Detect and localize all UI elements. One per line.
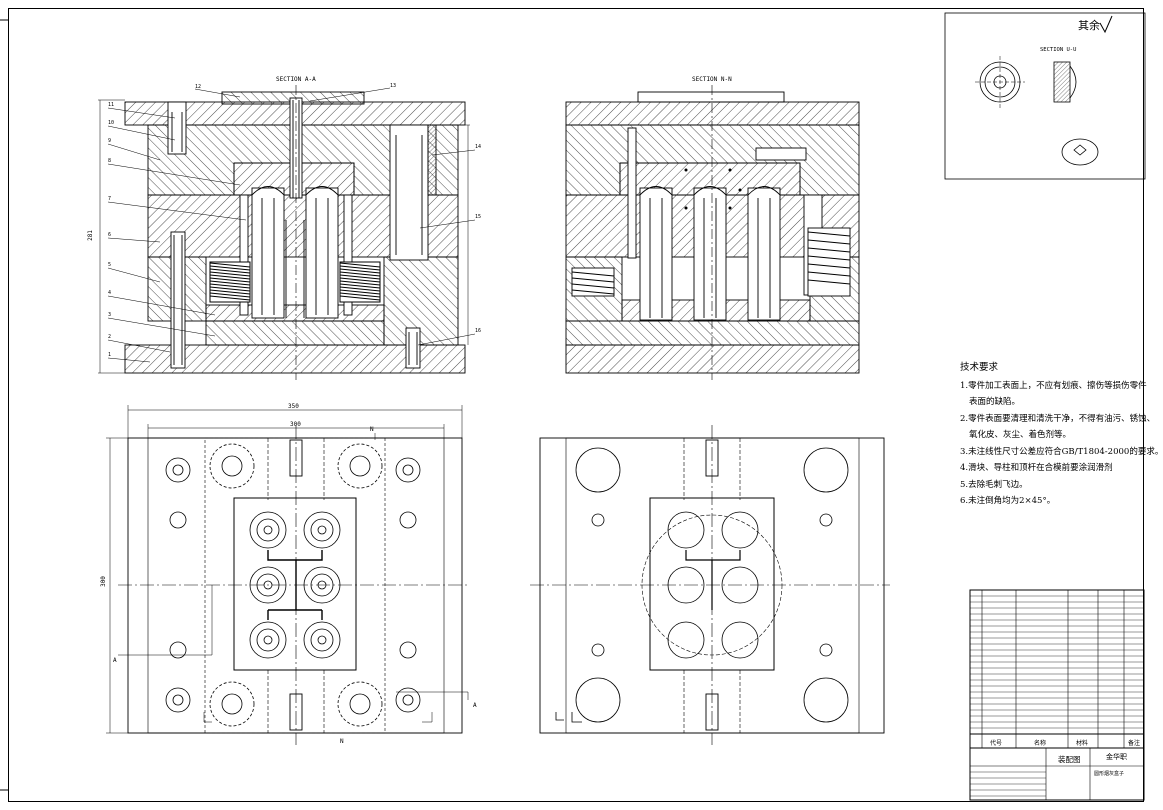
spring-left-nn [571,267,615,297]
bom-row-lines [970,595,1144,797]
bom-header-note: 备注 [1128,740,1141,747]
section-nn-title: SECTION N-N [692,76,732,83]
section-mark-a-left: A [113,657,117,664]
part-number-3: 3 [108,312,111,318]
tech-req-item: 1.零件加工表面上，不应有划痕、擦伤等损伤零件 [960,380,1147,391]
section-aa-view [98,85,476,380]
part-number-12: 12 [195,84,201,90]
tech-req-item: 3.未注线性尺寸公差应符合GB/T1804-2000的要求。 [960,446,1163,457]
title-block [969,589,1145,801]
part-number-10: 10 [108,120,114,126]
part-number-7: 7 [108,196,111,202]
section-mark-n-bottom: N [340,738,344,745]
roughness-symbol: 其余 [1078,19,1100,32]
dim-overall-width: 350 [288,403,299,410]
section-mark-a-right: A [473,702,477,709]
tech-req-item: 氧化皮、灰尘、着色剂等。 [969,430,1072,440]
part-number-6: 6 [108,232,111,238]
bom-header-name: 名称 [1034,740,1047,747]
part-number-8: 8 [108,158,111,164]
dim-inner-width: 300 [290,421,301,428]
part-number-labels: 1 2 3 4 5 6 7 8 9 10 11 12 13 14 15 16 [108,83,481,358]
bom-header-material: 材料 [1076,740,1089,747]
dim-plan-height: 300 [99,576,107,587]
tech-req-item: 2.零件表面要清理和清洗干净，不得有油污、锈蚀、 [960,413,1156,424]
part-number-4: 4 [108,290,111,296]
part-number-13: 13 [390,83,396,89]
part-number-2: 2 [108,334,111,340]
section-nn-view [565,85,860,380]
bom-header-code: 代号 [990,740,1003,747]
tech-req-item: 4.滑块、导柱和顶杆在合模前要涂润滑剂 [960,463,1113,473]
tech-req-item: 5.去除毛刺飞边。 [960,479,1028,490]
border-corners [0,19,8,791]
plan-view-fixed-half [106,405,470,745]
spring-right-nn [807,227,851,297]
part-detail-view [944,12,1146,180]
technical-requirements: 技术要求 1.零件加工表面上，不应有划痕、擦伤等损伤零件 表面的缺陷。 2.零件… [960,360,1163,510]
tech-req-item: 6.未注倒角均为2×45°。 [960,496,1056,506]
section-mark-n-top: N [370,426,374,433]
dim-section-height: 281 [86,230,94,241]
drawing-name: 装配图 [1058,755,1081,764]
part-number-1: 1 [108,352,111,358]
section-uu-title: SECTION U-U [1040,47,1077,53]
tech-req-item: 表面的缺陷。 [969,397,1021,407]
tech-req-title: 技术要求 [960,362,999,373]
plan-view-moving-half [530,425,890,745]
part-number-16: 16 [475,328,481,334]
part-number-14: 14 [475,144,481,150]
part-number-9: 9 [108,138,111,144]
drawing-frame [8,8,1144,802]
school-name: 金华职 [1106,753,1127,761]
part-number-5: 5 [108,262,111,268]
part-number-11: 11 [108,102,114,108]
return-spring-right [339,261,381,303]
section-aa-title: SECTION A-A [276,76,316,83]
part-name: 圆形烟灰盒子 [1094,771,1125,777]
return-spring-left [209,261,251,303]
part-number-15: 15 [475,214,481,220]
